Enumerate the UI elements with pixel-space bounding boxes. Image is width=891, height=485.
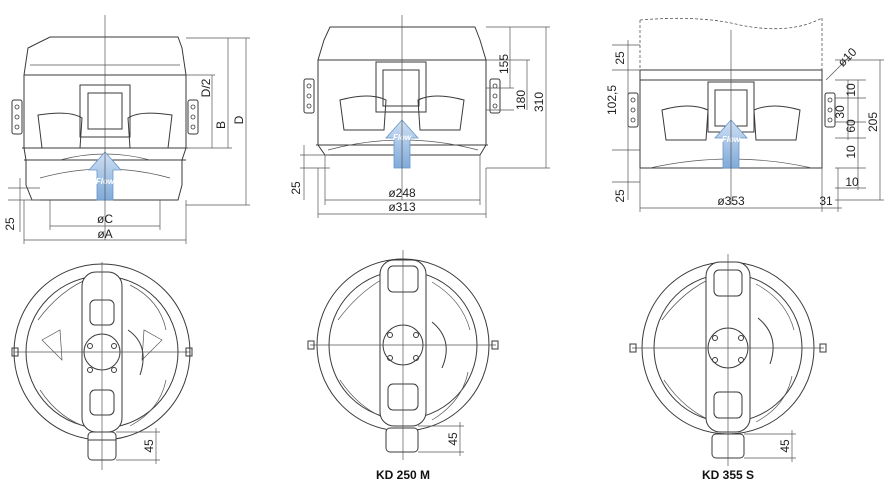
dim-25-bottom: 25 bbox=[613, 189, 627, 203]
dim-10-c: 10 bbox=[845, 175, 859, 189]
dim-25-top: 25 bbox=[613, 51, 627, 65]
dim-dia248: ø248 bbox=[388, 186, 416, 200]
rotation-arrow-icon bbox=[757, 317, 774, 365]
dim-45-a: 45 bbox=[142, 439, 156, 453]
dim-310: 310 bbox=[532, 92, 546, 112]
dim-45-b: 45 bbox=[446, 432, 460, 446]
dim-10-b: 10 bbox=[844, 145, 858, 159]
dim-30: 30 bbox=[833, 105, 847, 119]
side-view-generic: Flow D/2 B D 25 øC øA bbox=[3, 15, 250, 244]
caption-kd355s: KD 355 S bbox=[702, 468, 754, 482]
rotation-arrow-icon bbox=[431, 321, 447, 369]
mounting-bracket-icon bbox=[11, 99, 23, 135]
dim-d-half: D/2 bbox=[199, 78, 213, 97]
dim-b: B bbox=[214, 121, 228, 129]
dim-31: 31 bbox=[819, 194, 833, 208]
top-view-1: 45 bbox=[11, 262, 193, 470]
dim-dia-c: øC bbox=[97, 212, 113, 226]
flow-label: Flow bbox=[722, 135, 741, 144]
dim-60: 60 bbox=[844, 119, 858, 133]
dim-dia10: ø10 bbox=[835, 45, 860, 70]
mounting-bracket-icon bbox=[489, 78, 501, 114]
side-view-kd355s: Flow 25 102,5 25 ø353 31 ø10 10 30 bbox=[605, 17, 884, 212]
flow-label: Flow bbox=[96, 177, 115, 186]
dim-180: 180 bbox=[514, 90, 528, 110]
flow-label: Flow bbox=[393, 133, 412, 142]
side-view-kd250m: Flow 155 180 310 25 ø248 ø313 bbox=[289, 15, 550, 218]
dim-45-c: 45 bbox=[778, 439, 792, 453]
dim-205: 205 bbox=[866, 112, 880, 132]
top-view-kd250m: 45 bbox=[307, 250, 499, 460]
dim-155: 155 bbox=[497, 54, 511, 74]
dim-d: D bbox=[232, 115, 246, 124]
mounting-bracket-icon bbox=[303, 78, 315, 114]
dim-dia353: ø353 bbox=[717, 194, 745, 208]
dim-dia313: ø313 bbox=[388, 200, 416, 214]
dim-dia-a: øA bbox=[97, 227, 112, 241]
top-view-kd355s: 45 bbox=[629, 254, 827, 466]
rotation-arrow-icon bbox=[127, 329, 144, 376]
dim-10-a: 10 bbox=[844, 83, 858, 97]
caption-kd250m: KD 250 M bbox=[376, 468, 430, 482]
mounting-bracket-icon bbox=[187, 99, 199, 135]
dim-25: 25 bbox=[3, 217, 17, 231]
dim-102-5: 102,5 bbox=[605, 85, 619, 115]
mounting-bracket-icon bbox=[627, 92, 639, 128]
dim-25: 25 bbox=[289, 181, 303, 195]
